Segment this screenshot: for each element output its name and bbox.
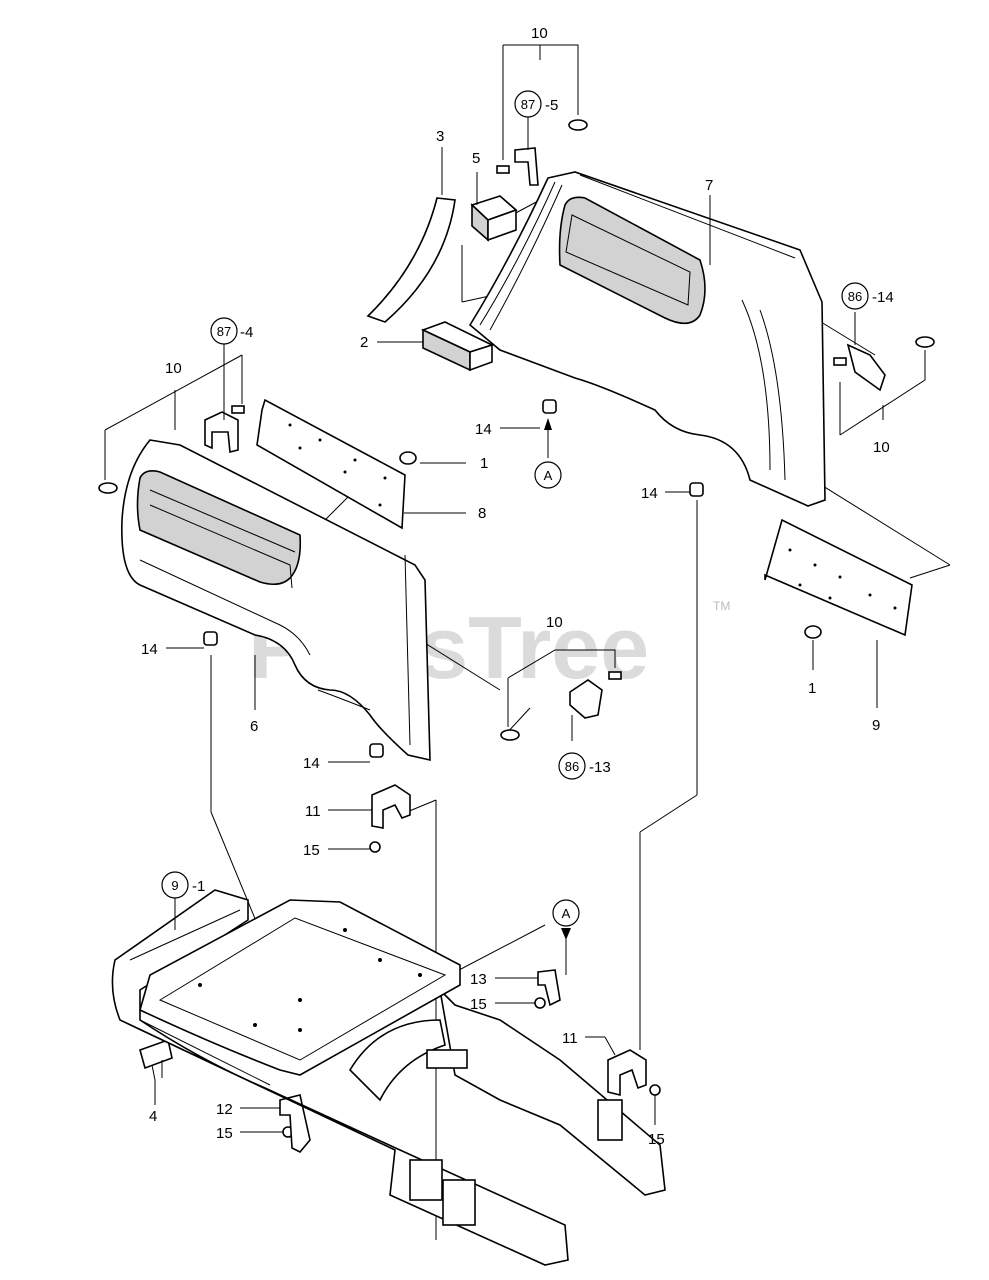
panel-sheet-9 xyxy=(764,518,913,637)
ref-87-5: 87 -5 xyxy=(514,90,558,118)
svg-text:-14: -14 xyxy=(872,289,894,306)
callout-4: 4 xyxy=(149,1108,157,1125)
callout-15: 15 xyxy=(303,842,320,859)
svg-text:-1: -1 xyxy=(192,878,205,895)
callout-13: 13 xyxy=(470,971,487,988)
callout-12: 12 xyxy=(216,1101,233,1118)
svg-text:87: 87 xyxy=(217,324,231,339)
group-brackets xyxy=(104,44,926,727)
panel-sheet-8 xyxy=(256,398,406,530)
foam-block-5 xyxy=(470,195,518,242)
view-marker-a-top: A xyxy=(534,418,562,489)
right-fender-cover xyxy=(468,171,826,507)
callout-15: 15 xyxy=(216,1125,233,1142)
svg-text:-4: -4 xyxy=(240,324,253,341)
callout-6: 6 xyxy=(250,718,258,735)
ref-87-4: 87 -4 xyxy=(210,317,253,345)
callout-14: 14 xyxy=(141,641,158,658)
callout-9: 9 xyxy=(872,717,880,734)
frame-assembly xyxy=(111,889,666,1266)
callout-1: 1 xyxy=(480,455,488,472)
svg-text:-13: -13 xyxy=(589,759,611,776)
watermark-tm: TM xyxy=(713,599,730,613)
svg-text:-5: -5 xyxy=(545,97,558,114)
callout-10: 10 xyxy=(546,614,563,631)
callout-11: 11 xyxy=(562,1030,578,1047)
callout-15: 15 xyxy=(470,996,487,1013)
callout-3: 3 xyxy=(436,128,444,145)
view-marker-a-bottom: A xyxy=(552,899,580,940)
foam-block-2 xyxy=(420,321,495,372)
callout-5: 5 xyxy=(472,150,480,167)
ref-9-1: 9 -1 xyxy=(161,871,205,899)
callout-14: 14 xyxy=(303,755,320,772)
callout-15: 15 xyxy=(648,1131,665,1148)
callout-14: 14 xyxy=(475,421,492,438)
svg-text:9: 9 xyxy=(171,878,178,893)
svg-text:86: 86 xyxy=(848,289,862,304)
callout-10: 10 xyxy=(531,25,548,42)
ref-86-14: 86 -14 xyxy=(841,282,894,310)
callout-10: 10 xyxy=(165,360,182,377)
ref-86-13: 86 -13 xyxy=(558,752,611,780)
callout-7: 7 xyxy=(705,177,713,194)
callout-2: 2 xyxy=(360,334,368,351)
callout-leaders xyxy=(154,117,878,1133)
callout-8: 8 xyxy=(478,505,486,522)
callouts: 10 3 5 7 2 10 14 10 1 14 8 10 14 1 6 9 1… xyxy=(141,25,890,1148)
svg-text:A: A xyxy=(544,468,553,483)
svg-text:86: 86 xyxy=(565,759,579,774)
svg-text:87: 87 xyxy=(521,97,535,112)
svg-text:A: A xyxy=(562,906,571,921)
trim-strip xyxy=(366,197,456,323)
callout-14: 14 xyxy=(641,485,658,502)
callout-10: 10 xyxy=(873,439,890,456)
callout-1: 1 xyxy=(808,680,816,697)
left-fender-cover xyxy=(121,439,431,762)
callout-11: 11 xyxy=(305,803,321,820)
